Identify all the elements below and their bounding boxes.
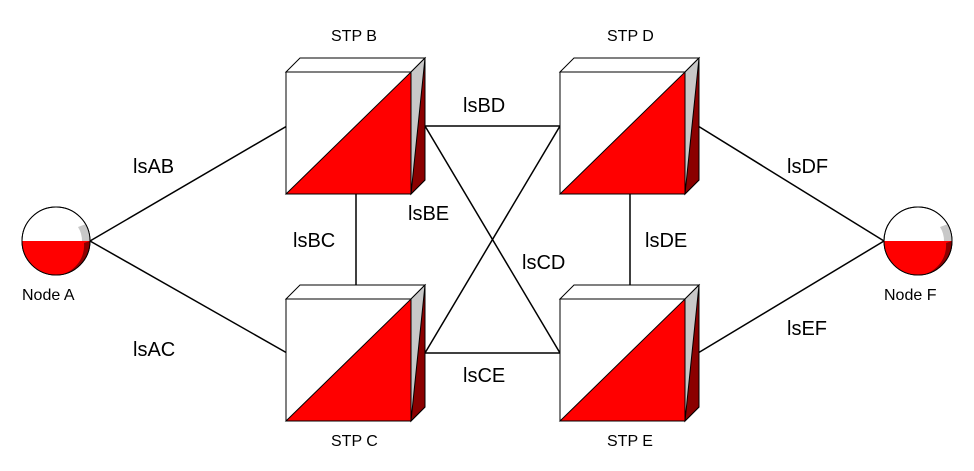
link-label-bc: lsBC xyxy=(293,230,336,252)
link-label-ac: lsAC xyxy=(133,339,176,361)
stp-e-label: STP E xyxy=(607,433,653,450)
stp-d-label: STP D xyxy=(607,28,654,45)
stp-d-icon xyxy=(558,56,701,196)
link-label-bd: lsBD xyxy=(463,95,506,117)
node-f-icon xyxy=(883,206,953,276)
stp-b-icon xyxy=(284,56,427,196)
link-line-ef xyxy=(697,240,885,354)
link-line-ab xyxy=(89,125,288,242)
stp-e-icon xyxy=(558,283,701,423)
link-line-ac xyxy=(89,240,288,354)
link-line-cd xyxy=(424,125,561,354)
link-label-df: lsDF xyxy=(787,156,829,178)
node-f-label: Node F xyxy=(884,287,937,304)
link-lines xyxy=(89,125,885,354)
stp-c-label: STP C xyxy=(331,433,378,450)
stp-b-label: STP B xyxy=(331,28,377,45)
link-label-be: lsBE xyxy=(408,203,450,225)
link-label-ef: lsEF xyxy=(787,318,827,340)
node-a-label: Node A xyxy=(22,287,75,304)
link-label-ce: lsCE xyxy=(463,365,506,387)
link-label-ab: lsAB xyxy=(133,156,175,178)
link-label-de: lsDE xyxy=(645,230,688,252)
stp-c-icon xyxy=(284,283,427,423)
link-label-cd: lsCD xyxy=(522,252,566,274)
node-a-icon xyxy=(21,206,91,276)
link-line-df xyxy=(697,125,885,242)
